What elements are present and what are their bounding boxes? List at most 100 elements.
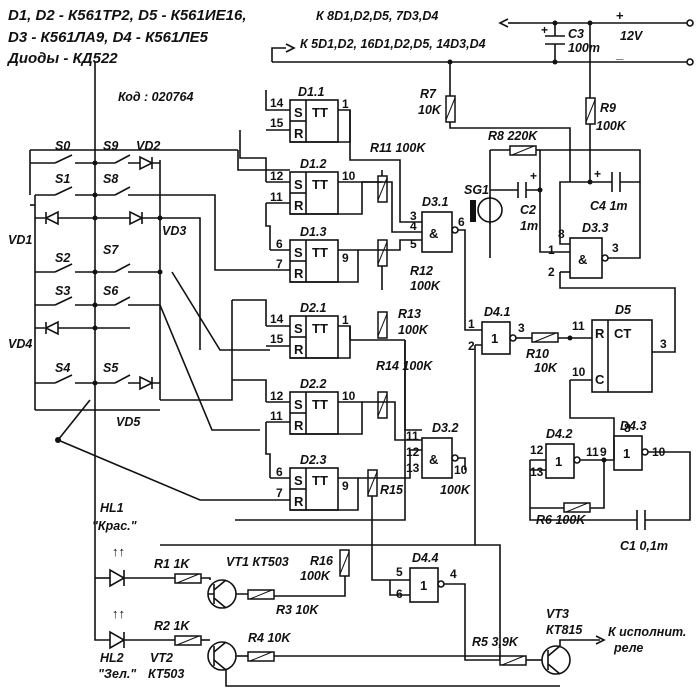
diode-vd4 bbox=[44, 320, 59, 336]
switch-s9 bbox=[114, 154, 131, 164]
label-r1: R1 1K bbox=[154, 557, 190, 571]
svg-text:12: 12 bbox=[270, 169, 284, 183]
code-label: Код : 020764 bbox=[118, 90, 193, 104]
svg-text:13: 13 bbox=[530, 465, 544, 479]
svg-text:1: 1 bbox=[342, 97, 349, 111]
svg-text:14: 14 bbox=[270, 96, 284, 110]
svg-text:12: 12 bbox=[270, 389, 284, 403]
minus-terminal bbox=[686, 58, 694, 66]
label-r9: R9 bbox=[600, 101, 616, 115]
gate-d4-2: 1 bbox=[545, 443, 581, 479]
switch-s5 bbox=[114, 374, 131, 384]
label-vd5: VD5 bbox=[116, 415, 141, 429]
svg-text:6: 6 bbox=[396, 587, 403, 601]
resistor-r8 bbox=[509, 145, 537, 156]
label-d1-3: D1.3 bbox=[300, 225, 326, 239]
svg-text:&: & bbox=[429, 226, 438, 241]
svg-text:1: 1 bbox=[342, 313, 349, 327]
value-r12: 100K bbox=[410, 279, 441, 293]
label-d4-4: D4.4 bbox=[412, 551, 438, 565]
gate-d4-1: 1 bbox=[481, 321, 517, 355]
svg-text:11: 11 bbox=[270, 190, 283, 204]
svg-text:4: 4 bbox=[450, 567, 457, 581]
label-c4: C4 1m bbox=[590, 199, 628, 213]
svg-text:&: & bbox=[578, 252, 587, 267]
resistor-r9 bbox=[585, 97, 596, 125]
svg-text:12: 12 bbox=[406, 445, 420, 459]
flipflop-d1-2: S R TT bbox=[289, 171, 339, 215]
svg-text:6: 6 bbox=[276, 465, 283, 479]
label-d4-2: D4.2 bbox=[546, 427, 572, 441]
svg-text:1: 1 bbox=[555, 454, 562, 469]
value-r7: 10K bbox=[418, 103, 442, 117]
svg-text:S: S bbox=[294, 105, 303, 120]
label-r13: R13 bbox=[398, 307, 421, 321]
label-c1: C1 0,1m bbox=[620, 539, 668, 553]
value-r15: 100K bbox=[440, 483, 471, 497]
transistor-vt3 bbox=[541, 645, 571, 675]
resistor-r13 bbox=[377, 311, 388, 339]
gate-d4-3: 1 bbox=[613, 435, 649, 471]
resistor-r2 bbox=[174, 635, 202, 646]
svg-text:11: 11 bbox=[406, 429, 419, 443]
value-r10: 10K bbox=[534, 361, 558, 375]
svg-text:11: 11 bbox=[572, 319, 585, 333]
svg-text:TT: TT bbox=[312, 321, 328, 336]
label-d5: D5 bbox=[615, 303, 632, 317]
label-vt3: VT3 bbox=[546, 607, 569, 621]
switch-s7 bbox=[114, 263, 131, 273]
label-s0: S0 bbox=[55, 139, 70, 153]
svg-text:+: + bbox=[530, 169, 537, 183]
label-r2: R2 1K bbox=[154, 619, 190, 633]
label-s9: S9 bbox=[103, 139, 118, 153]
svg-text:9: 9 bbox=[342, 479, 349, 493]
flipflop-d2-1: S R TT bbox=[289, 315, 339, 359]
label-r8: R8 220K bbox=[488, 129, 538, 143]
label-vd3: VD3 bbox=[162, 224, 186, 238]
svg-text:S: S bbox=[294, 245, 303, 260]
label-hl1-color: "Крас." bbox=[92, 519, 138, 533]
gate-d3-3: & bbox=[569, 237, 609, 279]
label-hl2: HL2 bbox=[100, 651, 124, 665]
plus-sign: + bbox=[616, 8, 624, 23]
svg-text:15: 15 bbox=[270, 116, 284, 130]
label-vt2-type: КТ503 bbox=[148, 667, 184, 681]
label-d4-1: D4.1 bbox=[484, 305, 510, 319]
led-hl2-rays: ↑↑ bbox=[112, 606, 125, 621]
svg-text:5: 5 bbox=[396, 565, 403, 579]
header-line1: D1, D2 - К561ТР2, D5 - К561ИЕ16, bbox=[8, 7, 247, 24]
buzzer-sg1 bbox=[470, 196, 503, 224]
svg-text:R: R bbox=[294, 342, 304, 357]
svg-text:10: 10 bbox=[572, 365, 586, 379]
svg-text:1: 1 bbox=[468, 317, 475, 331]
svg-text:+: + bbox=[594, 167, 601, 181]
label-c2: C2 bbox=[520, 203, 536, 217]
svg-text:S: S bbox=[294, 321, 303, 336]
svg-text:8: 8 bbox=[624, 421, 631, 435]
second-bus-label: К 5D1,D2, 16D1,D2,D5, 14D3,D4 bbox=[300, 37, 486, 51]
label-r3: R3 10K bbox=[276, 603, 319, 617]
svg-text:&: & bbox=[429, 452, 438, 467]
switch-s0 bbox=[54, 154, 73, 164]
resistor-r6 bbox=[563, 502, 591, 513]
resistor-r10 bbox=[531, 332, 559, 343]
svg-text:6: 6 bbox=[458, 215, 465, 229]
svg-text:2: 2 bbox=[468, 339, 475, 353]
value-r13: 100K bbox=[398, 323, 429, 337]
svg-text:S: S bbox=[294, 397, 303, 412]
resistor-r14 bbox=[377, 391, 388, 419]
label-vt1: VT1 КТ503 bbox=[226, 555, 289, 569]
svg-text:11: 11 bbox=[586, 445, 599, 459]
switch-s4 bbox=[54, 374, 73, 384]
header-line2: D3 - К561ЛА9, D4 - К561ЛЕ5 bbox=[8, 29, 209, 46]
header-line3: Диоды - КД522 bbox=[6, 50, 118, 67]
svg-text:3: 3 bbox=[518, 321, 525, 335]
label-r16: R16 bbox=[310, 554, 334, 568]
diode-vd5 bbox=[139, 375, 154, 391]
svg-text:9: 9 bbox=[600, 445, 607, 459]
c3-value: 100m bbox=[568, 41, 600, 55]
led-hl2 bbox=[109, 630, 126, 650]
svg-text:2: 2 bbox=[548, 265, 555, 279]
label-s3: S3 bbox=[55, 284, 70, 298]
label-d3-2: D3.2 bbox=[432, 421, 458, 435]
